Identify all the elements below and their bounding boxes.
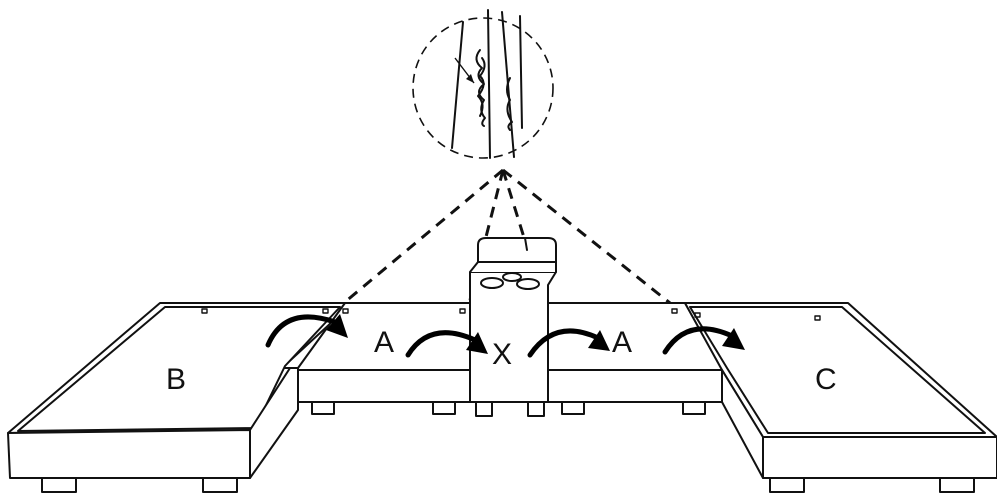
curved-arrow-icon	[265, 314, 348, 348]
panel-b	[7, 302, 346, 493]
panel-a-right-label: A	[612, 326, 632, 359]
panel-a-left-label: A	[374, 326, 394, 359]
panel-c-label: C	[815, 363, 837, 396]
panel-c	[684, 302, 997, 493]
panel-b-label: B	[166, 363, 186, 396]
center-unit-label: X	[492, 338, 512, 371]
detail-callout-circle	[412, 9, 554, 159]
curved-arrow-icon	[527, 328, 610, 358]
center-unit-x	[469, 237, 557, 417]
curved-arrow-icon	[405, 330, 488, 358]
curved-arrow-icon	[662, 326, 745, 355]
